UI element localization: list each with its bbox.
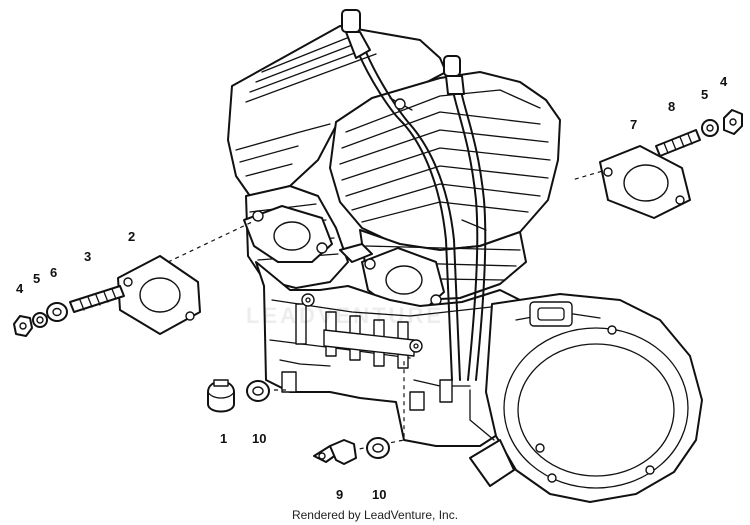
part-6-washer-left: [46, 302, 68, 322]
part-8-stud: [655, 129, 701, 157]
callout-10-left: 10: [252, 431, 267, 446]
callout-6: 6: [50, 265, 58, 280]
watermark-text: LEADVENTURE: [246, 303, 445, 328]
part-5-lockwasher-left: [32, 312, 48, 328]
callout-9: 9: [336, 487, 344, 502]
part-9-fitting: [313, 439, 357, 465]
callout-2: 2: [128, 229, 136, 244]
callout-7: 7: [630, 117, 638, 132]
part-10-washer-left: [246, 380, 270, 402]
callout-8: 8: [668, 99, 676, 114]
magneto-cover: [469, 293, 703, 503]
part-2-gasket: [117, 255, 201, 335]
front-cylinder-head: [329, 71, 561, 251]
callout-4-left: 4: [16, 281, 24, 296]
part-4-nut-left: [13, 315, 33, 337]
crankcase: [255, 243, 521, 447]
callout-10-right: 10: [372, 487, 387, 502]
part-5-lockwasher-right: [701, 119, 719, 137]
callout-1: 1: [220, 431, 228, 446]
part-4-nut-right: [723, 109, 743, 135]
callout-3: 3: [84, 249, 92, 264]
spark-plug-wires: [341, 9, 487, 381]
part-1-plug: [207, 379, 235, 413]
callout-5-right: 5: [701, 87, 709, 102]
callout-4-right: 4: [720, 74, 728, 89]
part-3-stud: [69, 285, 125, 313]
credit-text: Rendered by LeadVenture, Inc.: [291, 508, 459, 522]
intake-port-rear: [243, 205, 333, 263]
intake-port-front: [361, 247, 445, 311]
part-7-gasket: [599, 145, 691, 219]
callout-5-left: 5: [33, 271, 41, 286]
part-10-washer-right: [366, 437, 390, 459]
